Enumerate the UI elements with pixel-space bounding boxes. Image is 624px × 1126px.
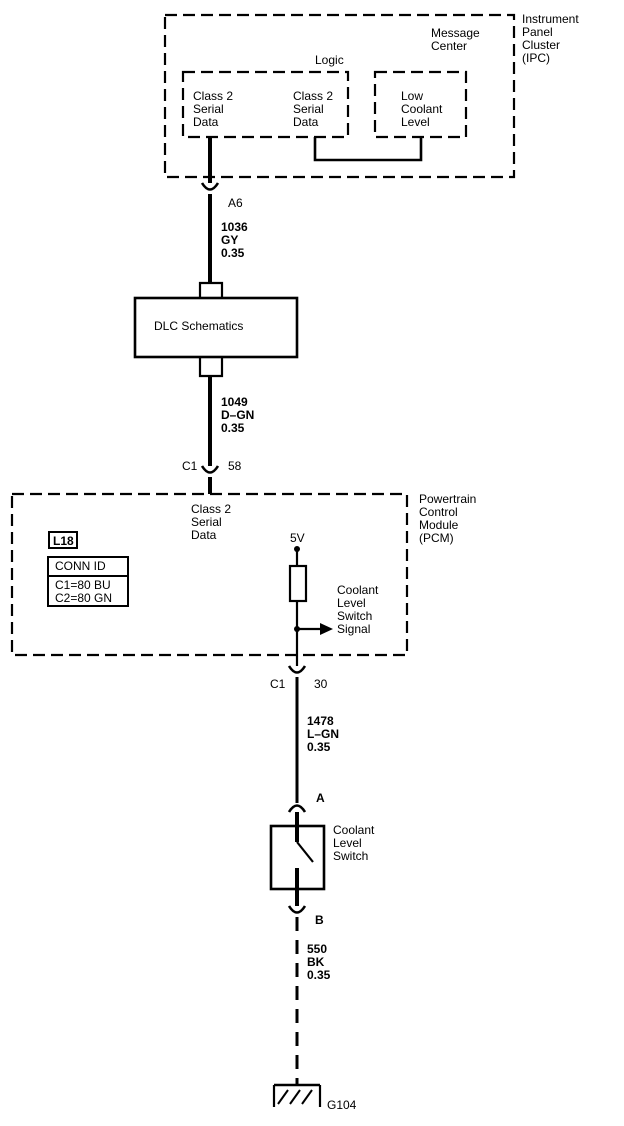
dlc-box [133,296,299,359]
signal-arrow [320,623,333,635]
wire-1049-label: 1049 D–GN 0.35 [221,395,255,435]
wire-550-label: 550 BK 0.35 [307,942,331,982]
conn-id-row: C2=80 GN [55,591,113,605]
switch-pin-a-label: A [316,791,325,805]
conn-id-row: C1=80 BU [55,578,111,592]
message-center-label: Message Center [431,26,480,53]
ipc-outline [163,13,516,179]
switch-pin-b-label: B [315,913,324,927]
logic-label: Logic [315,53,344,67]
wire-1478-label: 1478 L–GN 0.35 [307,714,340,754]
ipc-class2-left-label: Class 2 Serial Data [193,89,234,129]
connector-a6 [200,182,220,191]
supply-5v-label: 5V [290,531,305,545]
pcm-connector-top-pin: 58 [228,459,242,473]
ipc-title: Instrument Panel Cluster (IPC) [522,12,579,65]
pcm-title: Powertrain Control Module (PCM) [419,492,477,545]
wire-1036-label: 1036 GY 0.35 [221,220,248,260]
conn-id-header: CONN ID [55,559,106,573]
connector-c1-58 [200,465,220,474]
ipc-internal-link [313,137,423,162]
dlc-top-stub [198,281,224,298]
pcm-connector-bottom-pin: 30 [314,677,328,691]
connector-switch-b [287,905,307,914]
pin-a6-label: A6 [228,196,243,210]
5v-node [294,546,300,552]
switch-blade [296,841,314,863]
ipc-logic-outline [181,70,350,139]
conn-id-divider [49,575,127,577]
ground-label: G104 [327,1098,357,1112]
pcm-class2-label: Class 2 Serial Data [191,502,232,542]
low-coolant-label: Low Coolant Level [401,89,443,129]
pullup-resistor [288,564,308,603]
connector-c1-30 [287,665,307,674]
option-code-badge: L18 [48,531,78,549]
dlc-bottom-stub [198,357,224,378]
switch-label: Coolant Level Switch [333,823,375,863]
connector-switch-a [287,804,307,813]
conn-id-table: CONN ID C1=80 BU C2=80 GN [47,556,129,607]
pcm-outline [10,492,409,657]
pcm-connector-bottom-conn: C1 [270,677,286,691]
dlc-label: DLC Schematics [154,319,244,333]
signal-node [294,626,300,632]
pcm-connector-top-conn: C1 [182,459,198,473]
signal-label: Coolant Level Switch Signal [337,583,379,636]
ipc-class2-right-label: Class 2 Serial Data [293,89,334,129]
